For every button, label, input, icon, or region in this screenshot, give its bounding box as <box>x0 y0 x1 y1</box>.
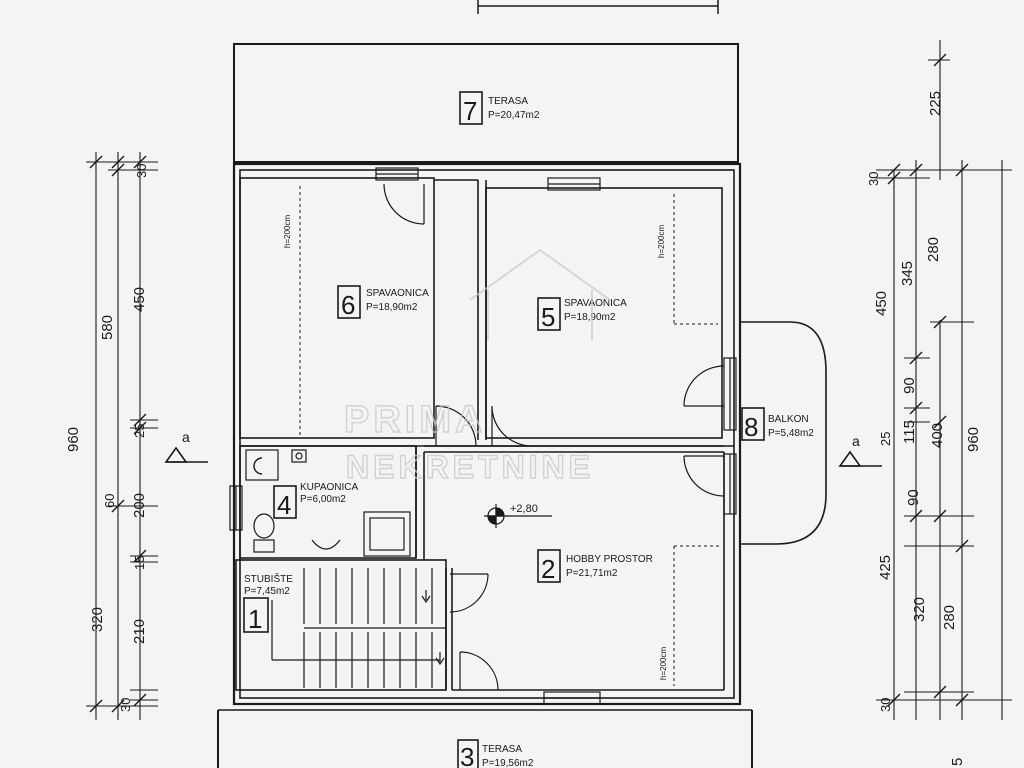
height-label-room-6: h=200cm <box>283 215 292 248</box>
level-marker <box>484 504 552 528</box>
dim-right-30-top: 30 <box>866 172 881 186</box>
dim-left-580: 580 <box>99 315 116 340</box>
room-7-area: P=20,47m2 <box>488 110 540 121</box>
dim-right-115: 115 <box>901 420 918 444</box>
room-2-area: P=21,71m2 <box>566 568 618 579</box>
room-7-name: TERASA <box>488 96 528 107</box>
dim-right-450: 450 <box>873 291 890 316</box>
room-4-area: P=6,00m2 <box>300 494 346 505</box>
room-number-boxes <box>243 285 561 633</box>
terrace-bottom <box>217 709 753 768</box>
dim-left-15: 15 <box>132 556 147 570</box>
top-edge-lines <box>477 0 719 14</box>
watermark-house-icon <box>469 248 611 340</box>
interior-walls <box>235 177 734 691</box>
room-3-area: P=19,56m2 <box>482 758 534 768</box>
staircase-steps <box>271 568 446 688</box>
level-mark-label: +2,80 <box>510 503 538 515</box>
dim-left-450: 450 <box>131 287 148 312</box>
dim-right-90-bottom: 90 <box>905 489 922 506</box>
dim-right-90-top: 90 <box>901 377 918 394</box>
left-dimension-lines <box>86 152 158 720</box>
dim-left-60: 60 <box>102 494 117 508</box>
watermark-prima: PRIMA <box>344 399 486 441</box>
dim-right-25: 25 <box>878 432 893 446</box>
dim-left-25: 25 <box>132 424 147 438</box>
edge-dimension-fragment: 5 <box>949 758 966 766</box>
room-5-name: SPAVAONICA <box>564 298 627 309</box>
room-3-number: 3 <box>460 742 474 768</box>
room-1-number: 1 <box>248 604 262 634</box>
dim-left-30-bottom: 30 <box>118 698 133 712</box>
height-label-room-2: h=200cm <box>659 647 668 680</box>
room-8-name: BALKON <box>768 414 809 425</box>
doors <box>383 183 725 691</box>
room-1-name: STUBIŠTE <box>244 572 293 585</box>
room-7-number: 7 <box>463 96 477 126</box>
room-5-area: P=18,90m2 <box>564 312 616 323</box>
room-6-name: SPAVAONICA <box>366 288 429 299</box>
dim-left-320: 320 <box>89 607 106 632</box>
room-6-number: 6 <box>341 290 355 320</box>
room-1-area: P=7,45m2 <box>244 586 290 597</box>
dim-right-425: 425 <box>877 555 894 580</box>
dim-right-280-bottom: 280 <box>941 605 958 630</box>
watermark <box>469 248 611 340</box>
dim-left-210: 210 <box>131 619 148 644</box>
bathroom-fixtures <box>245 449 411 557</box>
height-label-room-5: h=200cm <box>657 225 666 258</box>
room-2-name: HOBBY PROSTOR <box>566 554 653 565</box>
right-dimension-lines <box>876 40 1012 720</box>
room-4-name: KUPAONICA <box>300 482 358 493</box>
dim-left-200: 200 <box>131 493 148 518</box>
room-5-number: 5 <box>541 302 555 332</box>
dim-left-30-top: 30 <box>134 164 149 178</box>
terrace-top <box>233 43 739 163</box>
watermark-nekretnine: NEKRETNINE <box>346 449 594 485</box>
dim-right-225: 225 <box>927 91 944 116</box>
section-mark-right: a <box>852 433 860 449</box>
section-mark-left: a <box>182 429 190 445</box>
room-8-number: 8 <box>744 412 758 442</box>
section-arrows <box>164 446 882 467</box>
dim-left-outer: 960 <box>65 427 82 452</box>
windows <box>229 167 737 705</box>
room-8-area: P=5,48m2 <box>768 428 814 439</box>
dim-right-400: 400 <box>929 423 946 448</box>
room-3-name: TERASA <box>482 744 522 755</box>
left-dimension-ticks <box>89 155 147 713</box>
dim-right-280-top: 280 <box>925 237 942 262</box>
right-dimension-ticks <box>887 53 969 707</box>
dim-right-960: 960 <box>965 427 982 452</box>
balcony <box>740 321 827 545</box>
dashed-height-lines <box>299 186 720 686</box>
room-2-number: 2 <box>541 554 555 584</box>
room-4-number: 4 <box>277 490 291 520</box>
dim-right-30-bottom: 30 <box>878 698 893 712</box>
room-6-area: P=18,90m2 <box>366 302 418 313</box>
dim-right-320: 320 <box>911 597 928 622</box>
dim-right-345: 345 <box>899 261 916 286</box>
